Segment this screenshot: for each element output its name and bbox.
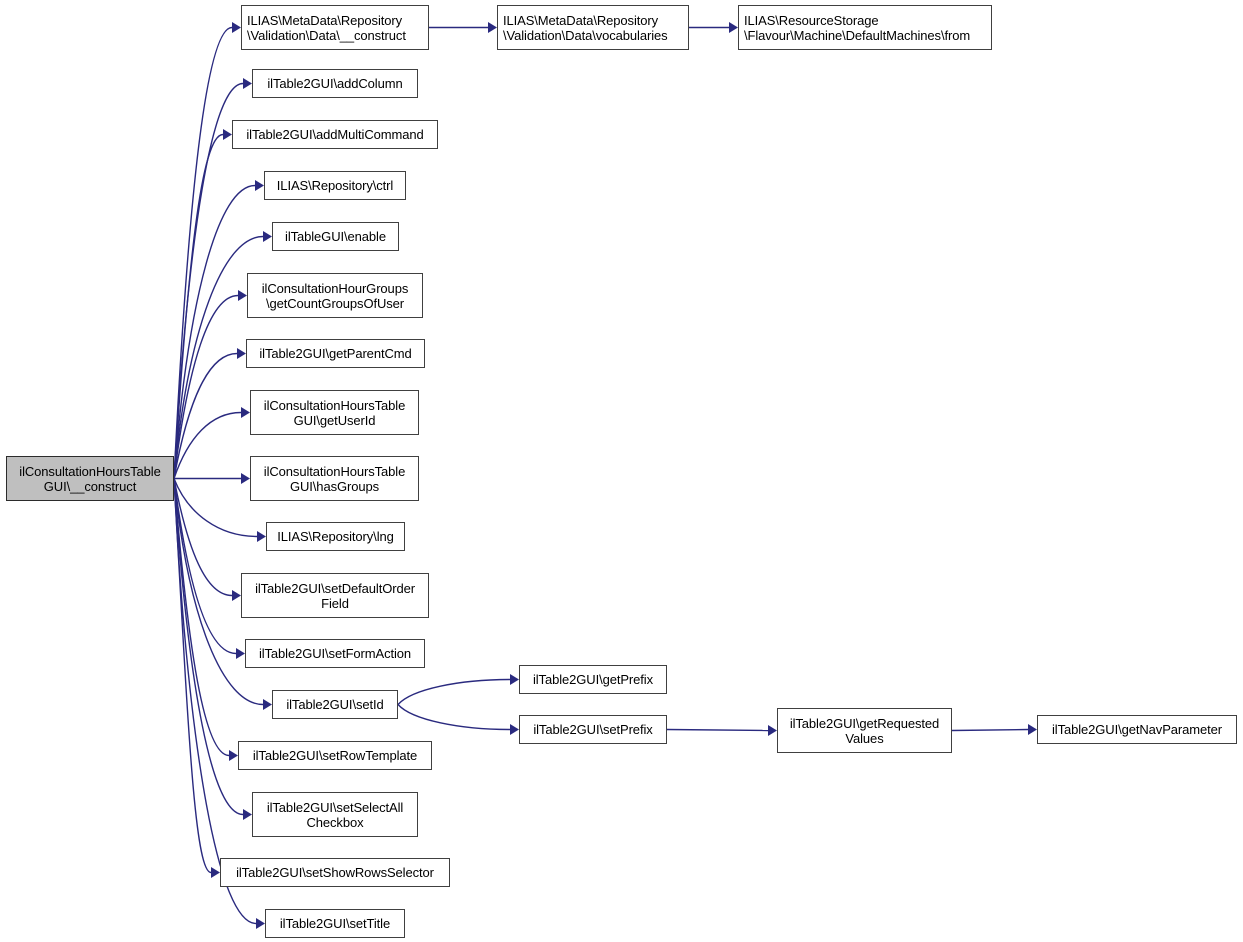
arrowhead-getRequestedValues-to-getNavParameter bbox=[1028, 724, 1037, 735]
graph-node-ctrl[interactable]: ILIAS\Repository\ctrl bbox=[264, 171, 406, 200]
arrowhead-root-to-getCountGroupsOfUser bbox=[238, 290, 247, 301]
arrowhead-vocabularies-to-default_machines_from bbox=[729, 22, 738, 33]
arrowhead-setId-to-getPrefix bbox=[510, 674, 519, 685]
graph-node-enable[interactable]: ilTableGUI\enable bbox=[272, 222, 399, 251]
graph-node-default_machines_from[interactable]: ILIAS\ResourceStorage \Flavour\Machine\D… bbox=[738, 5, 992, 50]
edge-root-to-setFormAction bbox=[173, 478, 237, 655]
edge-root-to-lng bbox=[173, 478, 258, 538]
arrowhead-md_construct-to-vocabularies bbox=[488, 22, 497, 33]
arrowhead-root-to-lng bbox=[257, 531, 266, 542]
arrowhead-root-to-setId bbox=[263, 699, 272, 710]
arrowhead-root-to-ctrl bbox=[255, 180, 264, 191]
arrowhead-root-to-getUserId bbox=[241, 407, 250, 418]
edge-root-to-setSelectAllCheckbox bbox=[173, 478, 244, 816]
arrowhead-root-to-setShowRowsSelector bbox=[211, 867, 220, 878]
graph-node-getPrefix[interactable]: ilTable2GUI\getPrefix bbox=[519, 665, 667, 694]
graph-node-setRowTemplate[interactable]: ilTable2GUI\setRowTemplate bbox=[238, 741, 432, 770]
graph-node-md_construct[interactable]: ILIAS\MetaData\Repository \Validation\Da… bbox=[241, 5, 429, 50]
arrowhead-root-to-enable bbox=[263, 231, 272, 242]
graph-node-hasGroups[interactable]: ilConsultationHoursTable GUI\hasGroups bbox=[250, 456, 419, 501]
edge-root-to-getUserId bbox=[173, 411, 242, 479]
graph-node-setFormAction[interactable]: ilTable2GUI\setFormAction bbox=[245, 639, 425, 668]
arrowhead-setId-to-setPrefix bbox=[510, 724, 519, 735]
arrowhead-root-to-md_construct bbox=[232, 22, 241, 33]
edge-setId-to-getPrefix bbox=[397, 678, 511, 705]
edge-root-to-getParentCmd bbox=[173, 352, 238, 479]
arrowhead-root-to-setSelectAllCheckbox bbox=[243, 809, 252, 820]
edge-setPrefix-to-getRequestedValues bbox=[666, 728, 769, 732]
edge-root-to-md_construct bbox=[173, 26, 233, 479]
graph-node-setDefaultOrderField[interactable]: ilTable2GUI\setDefaultOrder Field bbox=[241, 573, 429, 618]
graph-node-getUserId[interactable]: ilConsultationHoursTable GUI\getUserId bbox=[250, 390, 419, 435]
graph-node-addColumn[interactable]: ilTable2GUI\addColumn bbox=[252, 69, 418, 98]
edge-setId-to-setPrefix bbox=[397, 704, 511, 731]
graph-node-lng[interactable]: ILIAS\Repository\lng bbox=[266, 522, 405, 551]
arrowhead-root-to-setFormAction bbox=[236, 648, 245, 659]
graph-node-setPrefix[interactable]: ilTable2GUI\setPrefix bbox=[519, 715, 667, 744]
graph-node-getParentCmd[interactable]: ilTable2GUI\getParentCmd bbox=[246, 339, 425, 368]
edge-root-to-addMultiCommand bbox=[173, 133, 224, 479]
arrowhead-setPrefix-to-getRequestedValues bbox=[768, 725, 777, 736]
edge-root-to-setDefaultOrderField bbox=[173, 478, 233, 597]
graph-node-getCountGroupsOfUser[interactable]: ilConsultationHourGroups \getCountGroups… bbox=[247, 273, 423, 318]
graph-node-setTitle[interactable]: ilTable2GUI\setTitle bbox=[265, 909, 405, 938]
edge-root-to-setRowTemplate bbox=[173, 478, 230, 757]
arrowhead-root-to-getParentCmd bbox=[237, 348, 246, 359]
graph-node-getRequestedValues[interactable]: ilTable2GUI\getRequested Values bbox=[777, 708, 952, 753]
edge-root-to-ctrl bbox=[173, 184, 256, 479]
graph-node-setId[interactable]: ilTable2GUI\setId bbox=[272, 690, 398, 719]
arrowhead-root-to-addColumn bbox=[243, 78, 252, 89]
edge-root-to-setShowRowsSelector bbox=[173, 478, 212, 874]
arrowhead-root-to-addMultiCommand bbox=[223, 129, 232, 140]
arrowhead-root-to-setTitle bbox=[256, 918, 265, 929]
edge-root-to-setTitle bbox=[173, 478, 257, 925]
arrowhead-root-to-hasGroups bbox=[241, 473, 250, 484]
graph-node-root[interactable]: ilConsultationHoursTable GUI\__construct bbox=[6, 456, 174, 501]
graph-node-setShowRowsSelector[interactable]: ilTable2GUI\setShowRowsSelector bbox=[220, 858, 450, 887]
graph-node-setSelectAllCheckbox[interactable]: ilTable2GUI\setSelectAll Checkbox bbox=[252, 792, 418, 837]
graph-node-getNavParameter[interactable]: ilTable2GUI\getNavParameter bbox=[1037, 715, 1237, 744]
arrowhead-root-to-setRowTemplate bbox=[229, 750, 238, 761]
graph-node-vocabularies[interactable]: ILIAS\MetaData\Repository \Validation\Da… bbox=[497, 5, 689, 50]
edge-getRequestedValues-to-getNavParameter bbox=[951, 728, 1029, 732]
arrowhead-root-to-setDefaultOrderField bbox=[232, 590, 241, 601]
graph-node-addMultiCommand[interactable]: ilTable2GUI\addMultiCommand bbox=[232, 120, 438, 149]
edge-root-to-getCountGroupsOfUser bbox=[173, 294, 239, 479]
